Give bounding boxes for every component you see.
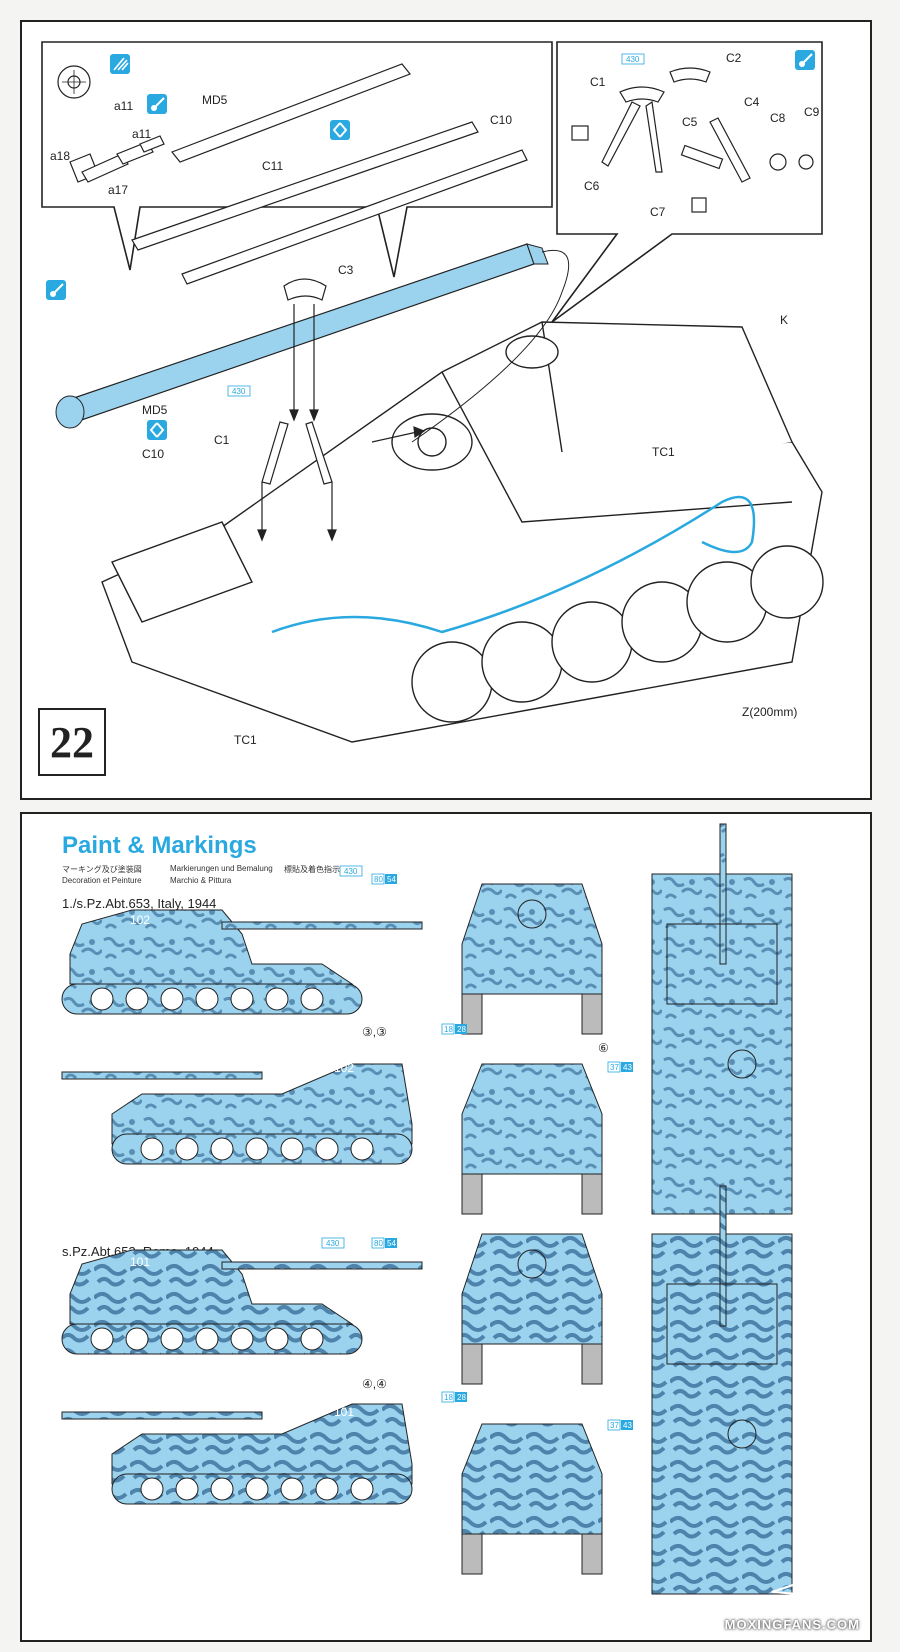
part-label-c1b: C1	[214, 433, 230, 447]
part-label-a18: a18	[50, 149, 70, 163]
paint-diagrams: 102 102 ③,③ ⑥	[61, 823, 793, 1595]
part-label-c2: C2	[726, 51, 742, 65]
paint-brush-icon	[110, 54, 130, 74]
watermark: MOXINGFANS.COM	[724, 1617, 860, 1632]
color-h37: 37	[610, 1063, 619, 1072]
scheme2-top-view	[651, 1185, 793, 1595]
scheme2-turret-number: 101	[130, 1255, 150, 1269]
part-label-c4: C4	[744, 95, 760, 109]
part-label-a17: a17	[108, 183, 128, 197]
color-h43: 43	[623, 1063, 632, 1072]
barrel-parts	[131, 63, 528, 285]
paint-code-box	[621, 53, 645, 65]
part-label-md5: MD5	[202, 93, 228, 107]
scheme1-color-codes: 430 80 54 18 28 37 43	[339, 865, 633, 1073]
scheme1-decals: ③,③	[362, 1025, 387, 1039]
paint-title: Paint & Markings	[62, 832, 257, 859]
scheme1-name: 1./s.Pz.Abt.653, Italy, 1944	[62, 896, 217, 911]
scheme2-side-left	[61, 1403, 413, 1505]
subtitle-de: Markierungen und Bemalung	[170, 864, 273, 873]
part-label-c11: C11	[262, 159, 283, 173]
assembly-step-panel: a11 a11 a18 a17 MD5 C10 C11 C1 C2 C4 C5 …	[20, 20, 872, 800]
part-label-c3: C3	[338, 263, 354, 277]
assembly-arrows	[257, 304, 426, 542]
paint-markings-panel: Paint & Markings マーキング及び塗装図 Markierungen…	[20, 812, 872, 1642]
scheme1-side-right	[61, 909, 423, 1015]
color-h18: 18	[444, 1393, 453, 1402]
assembly-diagram: a11 a11 a18 a17 MD5 C10 C11 C1 C2 C4 C5 …	[41, 41, 824, 747]
color-h80: 80	[374, 1239, 383, 1248]
paper-plane-icon	[771, 1572, 829, 1608]
scheme1-rear-decal: ⑥	[598, 1041, 609, 1055]
part-label-z: Z(200mm)	[742, 705, 797, 719]
subtitle-it: Marchio & Pittura	[170, 876, 232, 885]
tow-cable	[271, 495, 756, 634]
cement-icon	[46, 280, 66, 300]
part-label-tc1b: TC1	[234, 733, 257, 747]
part-label-c10b: C10	[142, 447, 164, 461]
scheme1-turret-number-left: 102	[334, 1061, 354, 1075]
tank-hull	[101, 321, 824, 743]
color-h54: 54	[387, 1239, 396, 1248]
color-h430: 430	[344, 867, 358, 876]
paint-code-h430b: 430	[232, 387, 246, 396]
scheme1-top-view	[651, 823, 793, 1215]
part-label-tc1: TC1	[652, 445, 675, 459]
scheme2-rear-view	[461, 1423, 603, 1575]
color-h28: 28	[457, 1025, 466, 1034]
color-h80: 80	[374, 875, 383, 884]
part-label-c7: C7	[650, 205, 666, 219]
subtitle-cn: 標貼及着色指示	[284, 865, 340, 874]
glue-icon	[147, 94, 167, 114]
part-label-k: K	[780, 313, 788, 327]
subtitle-fr: Decoration et Peinture	[62, 876, 142, 885]
scheme2-turret-number-left: 101	[334, 1405, 354, 1419]
color-h43: 43	[623, 1421, 632, 1430]
part-label-c1: C1	[590, 75, 606, 89]
color-h54: 54	[387, 875, 396, 884]
part-label-c10: C10	[490, 113, 512, 127]
part-label-c9: C9	[804, 105, 820, 119]
color-h430: 430	[326, 1239, 340, 1248]
travel-lock	[261, 278, 333, 485]
scheme2-side-right	[61, 1249, 423, 1355]
main-gun-barrel	[55, 243, 570, 443]
scheme2-front-view	[461, 1233, 603, 1385]
muzzle-brake-detail	[57, 65, 165, 183]
color-h37: 37	[610, 1421, 619, 1430]
part-label-c5: C5	[682, 115, 698, 129]
callout-box-right	[551, 41, 823, 323]
symmetry-icon	[147, 420, 167, 440]
scheme1-side-left	[61, 1063, 413, 1165]
part-label-md5b: MD5	[142, 403, 168, 417]
scheme1-front-view	[461, 883, 603, 1035]
color-h28: 28	[457, 1393, 466, 1402]
part-label-a11: a11	[114, 99, 133, 113]
scheme1-rear-view	[461, 1063, 603, 1215]
subtitle-jp: マーキング及び塗装図	[62, 865, 142, 874]
part-label-c6: C6	[584, 179, 600, 193]
part-label-a11b: a11	[132, 127, 151, 141]
scheme1-turret-number: 102	[130, 913, 150, 927]
symmetry-icon	[330, 120, 350, 140]
strut-parts	[571, 67, 814, 213]
step-number: 22	[38, 708, 106, 776]
scheme2-decals: ④,④	[362, 1377, 387, 1391]
scheme2-color-codes: 430 80 54 18 28 37 43	[321, 1237, 633, 1431]
part-label-c8: C8	[770, 111, 786, 125]
color-h18: 18	[444, 1025, 453, 1034]
cement-icon	[795, 50, 815, 70]
paint-code-h430a: 430	[626, 55, 640, 64]
paint-code-box	[227, 385, 251, 397]
